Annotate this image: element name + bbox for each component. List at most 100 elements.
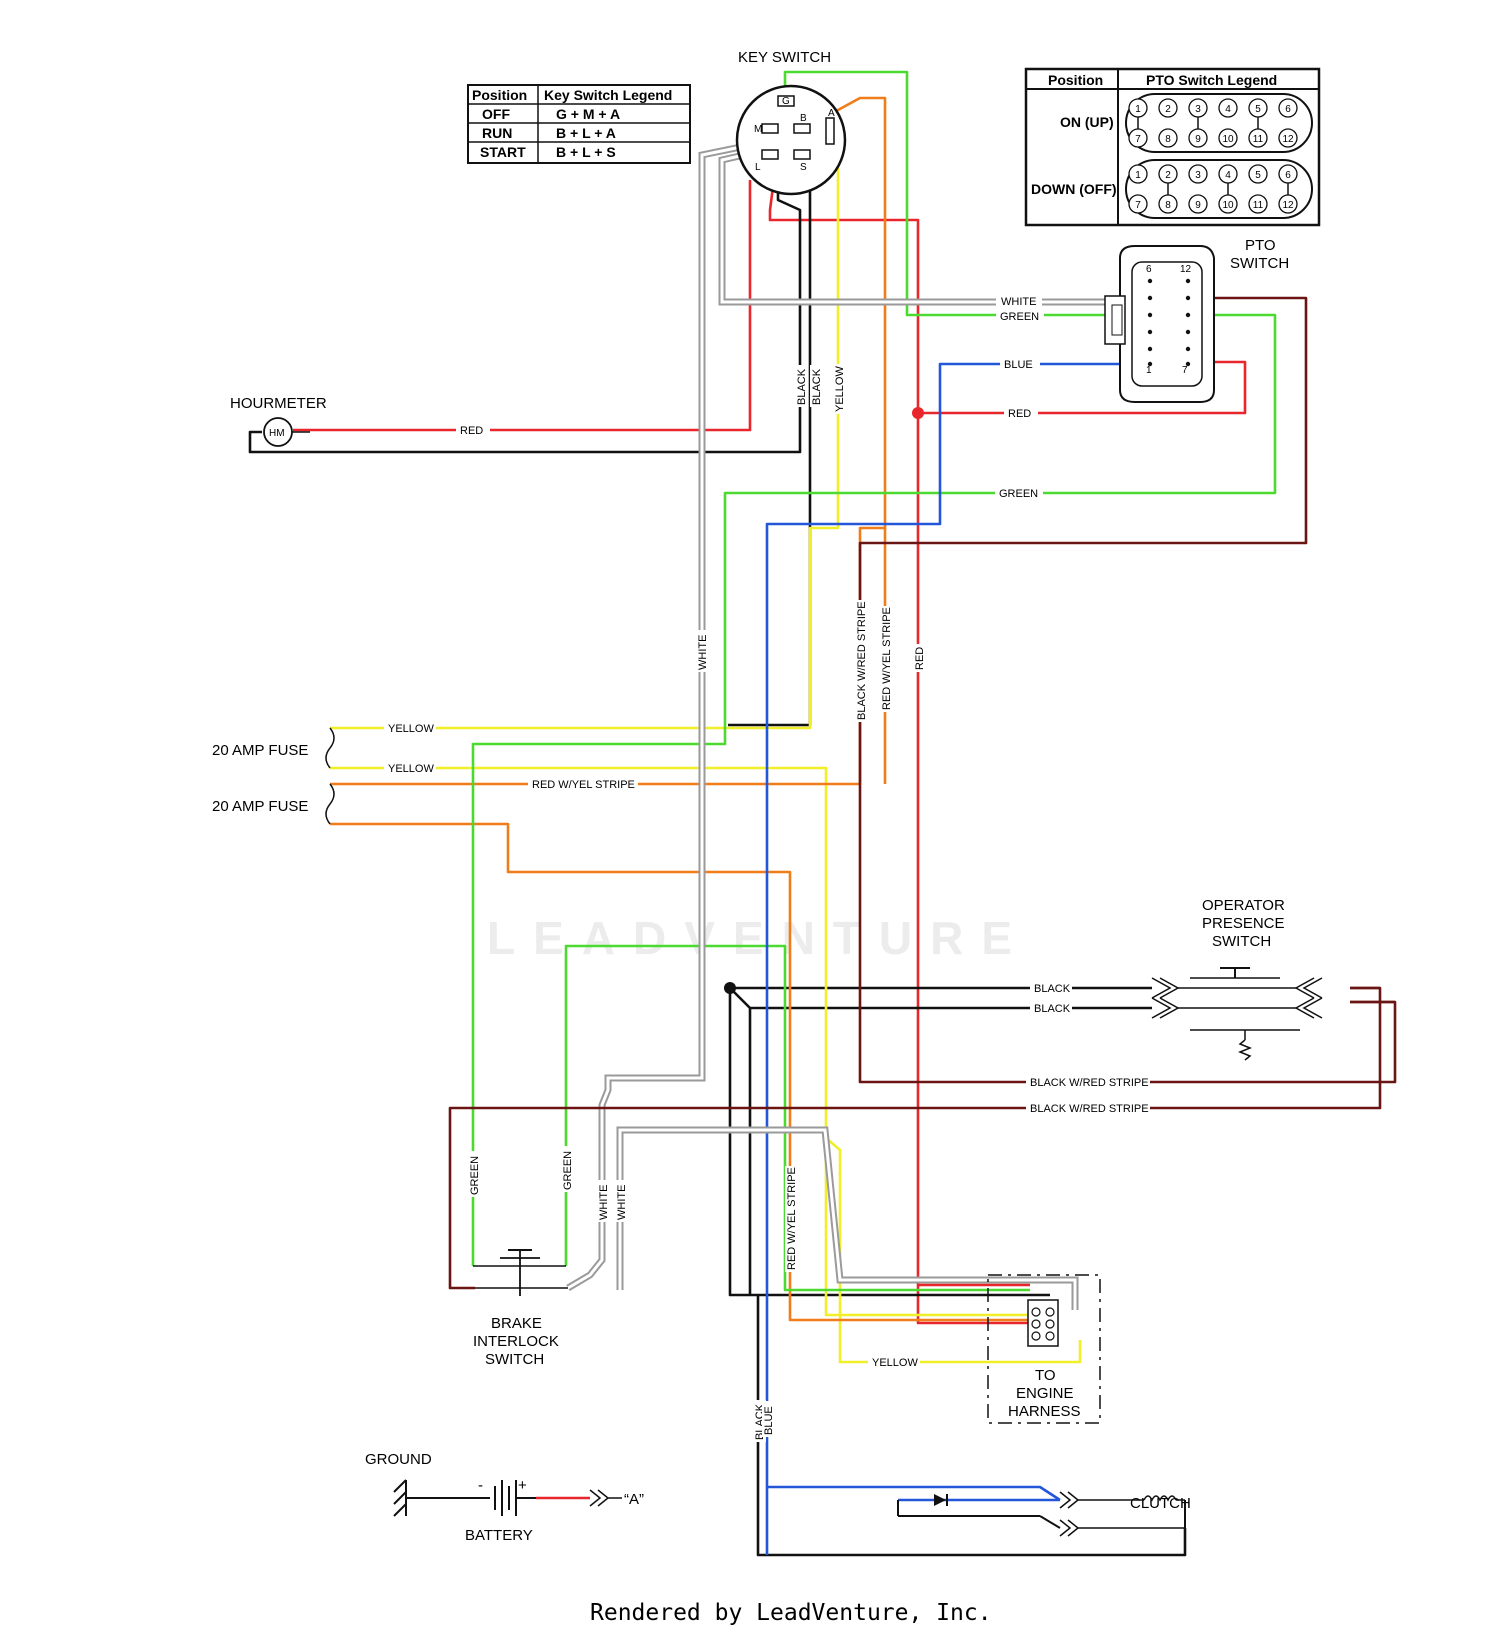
key-legend-row-2-val: B + L + S xyxy=(556,144,616,160)
engine-title-2: ENGINE xyxy=(1016,1385,1074,1402)
watermark: LEADVENTURE xyxy=(487,912,1030,964)
ground-title: GROUND xyxy=(365,1451,432,1468)
pto-legend-pin-label: 6 xyxy=(1285,170,1291,181)
label-black-red-stripe-1: BLACK W/RED STRIPE xyxy=(1030,1077,1149,1089)
pto-connector-pin xyxy=(1147,278,1153,284)
pto-legend-pin xyxy=(1248,194,1268,214)
label-red-yel-stripe-h: RED W/YEL STRIPE xyxy=(532,779,635,791)
battery-minus: - xyxy=(478,1477,483,1494)
red-junction xyxy=(912,407,924,419)
wire-green-brake2 xyxy=(564,944,1030,1292)
label-red-pto: RED xyxy=(1008,408,1031,420)
label-yellow-engine: YELLOW xyxy=(872,1357,918,1369)
label-blue-clutch: BLUE xyxy=(763,1406,775,1435)
key-legend-row-1-pos: RUN xyxy=(482,125,512,141)
wire-green-pto2 xyxy=(471,313,1277,1266)
label-white-pto: WHITE xyxy=(1001,296,1036,308)
key-legend-header-legend: Key Switch Legend xyxy=(544,87,672,103)
brake-title-2: INTERLOCK xyxy=(473,1333,559,1350)
label-yellow-fuse-2: YELLOW xyxy=(388,763,434,775)
pto-pin-label-12: 12 xyxy=(1180,264,1192,275)
pto-legend-row-on: ON (UP) xyxy=(1060,114,1114,130)
battery-plus: + xyxy=(518,1477,527,1494)
pto-legend-pin-label: 12 xyxy=(1282,200,1294,211)
pto-connector-pin xyxy=(1147,312,1153,318)
pto-legend-row-off: DOWN (OFF) xyxy=(1031,181,1117,197)
pto-switch-legend: Position PTO Switch Legend ON (UP) DOWN … xyxy=(1024,67,1321,227)
pto-connector-pin xyxy=(1185,361,1191,367)
pto-legend-pin-label: 8 xyxy=(1165,134,1171,145)
key-switch: KEY SWITCH G M B A L S xyxy=(735,49,847,196)
pto-connector-pin xyxy=(1147,361,1153,367)
pto-legend-pin-label: 2 xyxy=(1165,170,1171,181)
fuse-2: 20 AMP FUSE xyxy=(212,783,335,825)
pto-legend-pin xyxy=(1158,128,1178,148)
pto-pin-label-1: 1 xyxy=(1146,365,1152,376)
pto-switch-title-2: SWITCH xyxy=(1230,255,1289,272)
pto-switch-title-1: PTO xyxy=(1245,237,1276,254)
key-legend-header-position: Position xyxy=(472,87,527,103)
ground-battery: GROUND - + “A” BATTERY xyxy=(365,1451,644,1544)
wire-red-pto xyxy=(918,360,1247,415)
key-terminal-s: S xyxy=(800,162,807,173)
pto-legend-pin-label: 3 xyxy=(1195,170,1201,181)
label-red-v: RED xyxy=(914,647,926,670)
pto-legend-pin-label: 3 xyxy=(1195,104,1201,115)
wire-black-key xyxy=(248,152,802,454)
pto-connector-pin xyxy=(1147,329,1153,335)
pto-legend-pin-label: 11 xyxy=(1253,134,1264,145)
pto-connector-pin xyxy=(1147,295,1153,301)
wire-orange-fuse2 xyxy=(330,822,1030,1322)
label-green-mid: GREEN xyxy=(999,488,1038,500)
hourmeter-title: HOURMETER xyxy=(230,395,327,412)
pto-pin-label-7: 7 xyxy=(1182,365,1188,376)
key-terminal-a: A xyxy=(828,108,835,119)
pto-legend-pin xyxy=(1218,98,1238,118)
pto-connector-pin xyxy=(1185,346,1191,352)
label-black-red-stripe-2: BLACK W/RED STRIPE xyxy=(1030,1103,1149,1115)
key-terminal-l: L xyxy=(755,162,761,173)
label-black-2: BLACK xyxy=(811,368,823,405)
label-black-red-stripe-v: BLACK W/RED STRIPE xyxy=(856,601,868,720)
label-yellow-fuse-1: YELLOW xyxy=(388,723,434,735)
fuse-1: 20 AMP FUSE xyxy=(212,727,335,769)
pto-legend-pin-label: 1 xyxy=(1135,104,1141,115)
pto-legend-pin-label: 5 xyxy=(1255,170,1261,181)
pto-legend-pin-label: 7 xyxy=(1135,134,1141,145)
ops-title-2: PRESENCE xyxy=(1202,915,1285,932)
label-blue-pto: BLUE xyxy=(1004,359,1033,371)
wire-yellow-fuse xyxy=(330,766,1082,1364)
pto-legend-pin-label: 5 xyxy=(1255,104,1261,115)
pto-legend-pin-label: 8 xyxy=(1165,200,1171,211)
wire-orange-key xyxy=(330,96,887,786)
pto-legend-pin-label: 9 xyxy=(1195,134,1201,145)
label-red-yel-stripe-lower: RED W/YEL STRIPE xyxy=(786,1167,798,1270)
ops-title-1: OPERATOR xyxy=(1202,897,1285,914)
pto-legend-pin-label: 10 xyxy=(1222,200,1234,211)
key-legend-row-2-pos: START xyxy=(480,144,526,160)
wire-black-red-stripe-pto xyxy=(858,296,1397,1084)
clutch-title: CLUTCH xyxy=(1130,1495,1191,1512)
footer-credit: Rendered by LeadVenture, Inc. xyxy=(590,1600,992,1626)
clutch: CLUTCH xyxy=(897,1491,1191,1555)
battery-title: BATTERY xyxy=(465,1527,533,1544)
label-green-pto: GREEN xyxy=(1000,311,1039,323)
wire-green-key xyxy=(783,70,1150,317)
hourmeter-symbol: HM xyxy=(269,428,285,439)
pto-legend-pin xyxy=(1278,128,1298,148)
wire-yellow-key xyxy=(330,152,840,730)
pto-connector-pin xyxy=(1185,312,1191,318)
pto-legend-pin-label: 11 xyxy=(1253,200,1264,211)
wire-blue-clutch xyxy=(767,1485,1061,1502)
wire-red-key-hourmeter xyxy=(293,147,808,432)
operator-presence-switch: OPERATOR PRESENCE SWITCH xyxy=(1151,897,1395,1061)
pto-legend-pin xyxy=(1188,194,1208,214)
pto-legend-pin-label: 10 xyxy=(1222,134,1234,145)
brake-title-3: SWITCH xyxy=(485,1351,544,1368)
pto-legend-pin-label: 7 xyxy=(1135,200,1141,211)
wire-black-key-2 xyxy=(728,152,812,727)
brake-interlock-switch: BRAKE INTERLOCK SWITCH xyxy=(473,1249,568,1368)
fuse-1-title: 20 AMP FUSE xyxy=(212,742,308,759)
wire-labels: WHITE GREEN BLUE RED RED GREEN BLACK BLA… xyxy=(384,294,1150,1442)
pto-legend-pin-label: 4 xyxy=(1225,170,1231,181)
